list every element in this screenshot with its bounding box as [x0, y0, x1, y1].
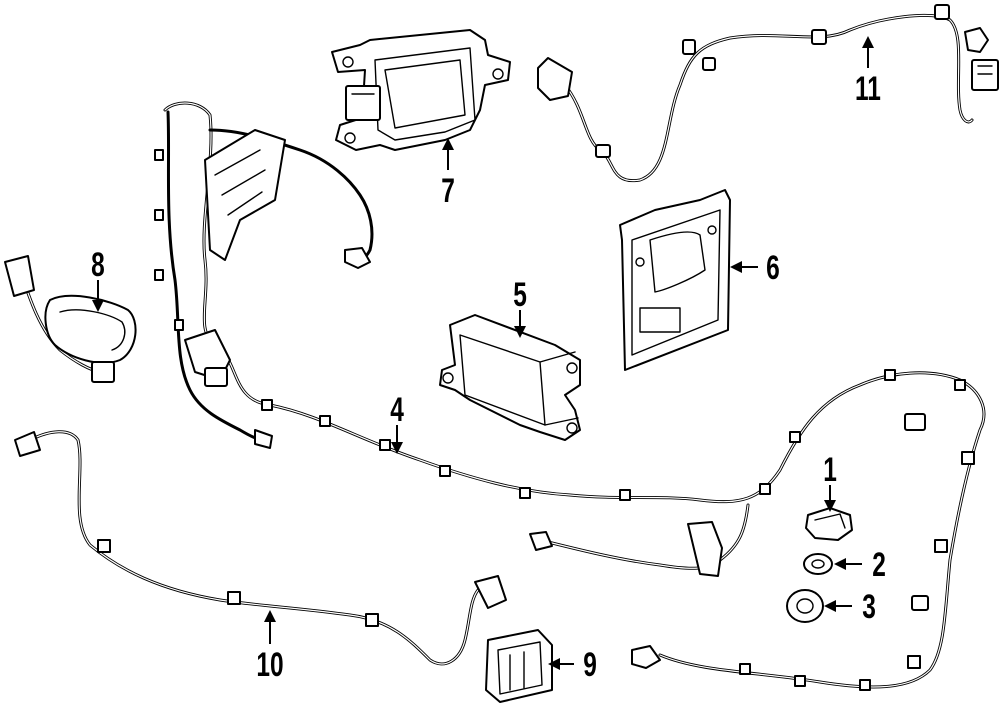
part-3-seal[interactable]	[786, 589, 824, 623]
part-10-harness[interactable]	[14, 430, 507, 666]
part-7-module[interactable]	[331, 29, 511, 151]
callout-4: 4	[390, 391, 404, 429]
part-6-bracket[interactable]	[619, 189, 731, 371]
part-1-clip[interactable]	[805, 507, 853, 541]
callout-1: 1	[823, 451, 837, 489]
callout-6: 6	[766, 249, 780, 287]
part-4-harness[interactable]	[154, 101, 986, 691]
callout-10: 10	[256, 646, 283, 684]
callout-5: 5	[513, 276, 527, 314]
callout-8: 8	[91, 246, 105, 284]
part-4-clips	[154, 149, 975, 691]
callout-9: 9	[583, 646, 597, 684]
part-8-sensor[interactable]	[4, 255, 137, 383]
part-5-module[interactable]	[439, 314, 581, 441]
part-11-harness[interactable]	[537, 4, 999, 183]
callout-labels: 1 2 3 4 5 6 7 8 9 10 11	[91, 70, 886, 684]
part-9-connector[interactable]	[485, 629, 553, 703]
part-2-grommet[interactable]	[803, 553, 833, 575]
leader-lines	[92, 36, 874, 670]
callout-2: 2	[872, 546, 886, 584]
callout-11: 11	[855, 70, 881, 108]
callout-7: 7	[441, 172, 455, 210]
callout-3: 3	[862, 588, 876, 626]
